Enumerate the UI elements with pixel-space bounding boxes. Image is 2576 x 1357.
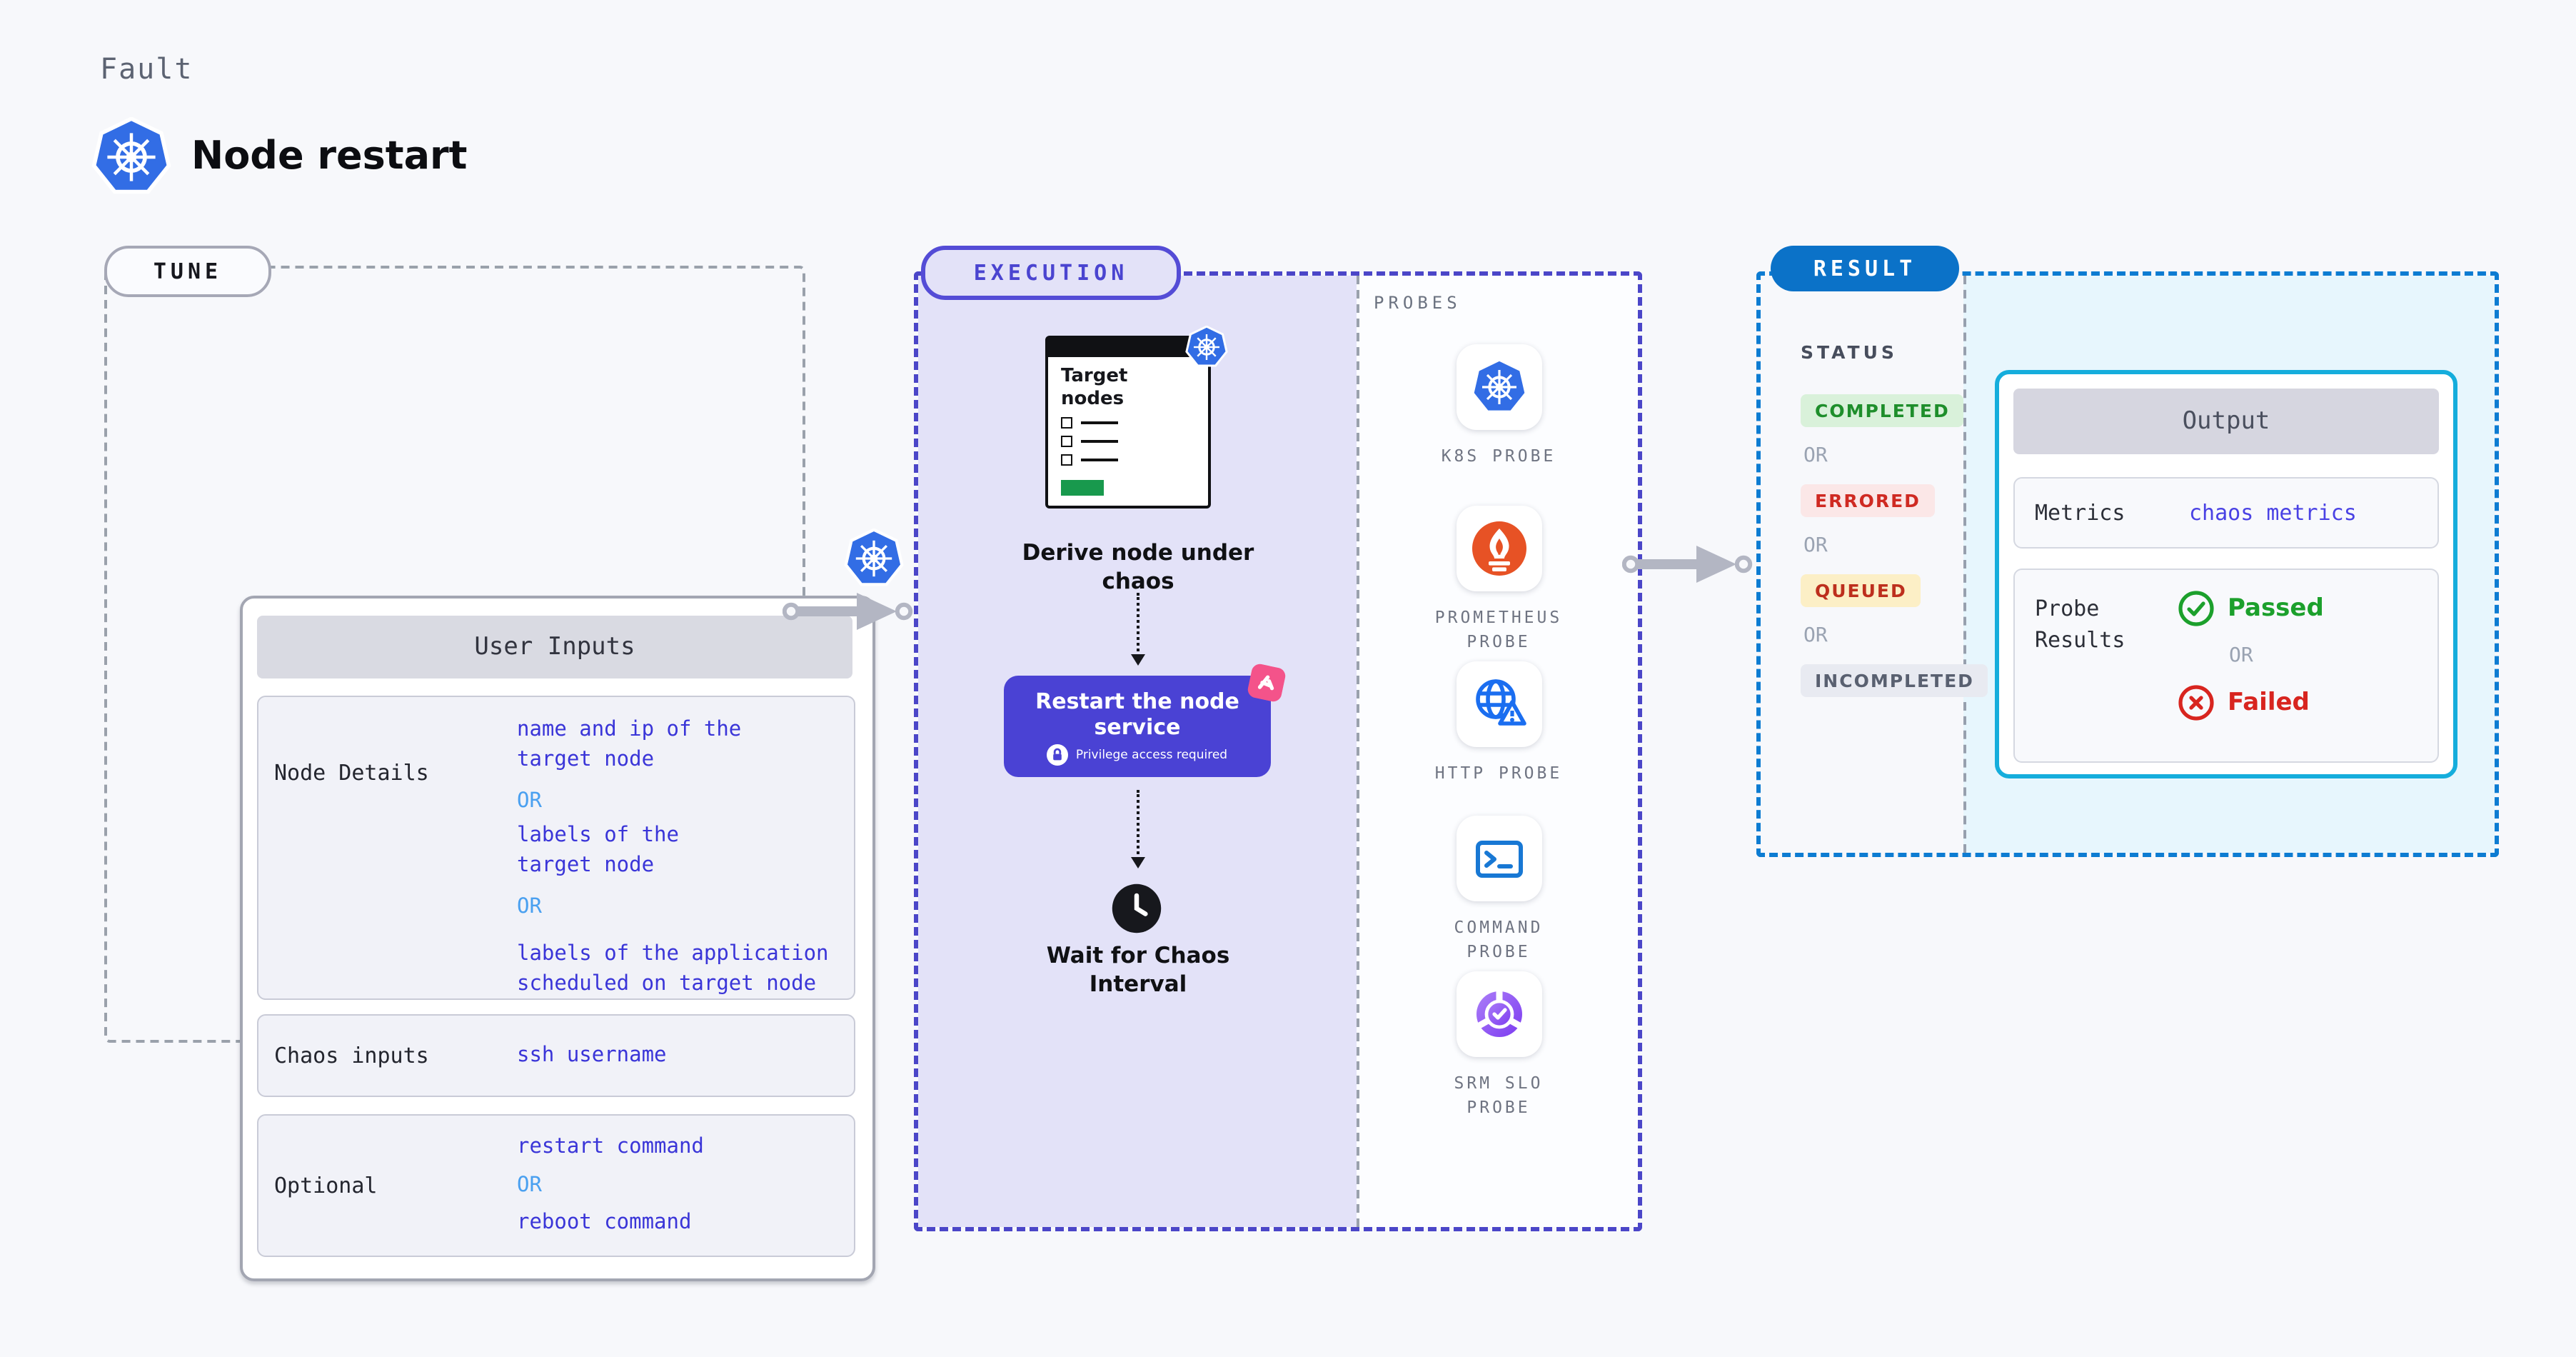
restart-node-step: Restart the node service Privilege acces… [1004,664,1286,777]
probe-card [1456,971,1541,1057]
wait-interval-step-label: Wait for Chaos Interval [1046,943,1230,997]
kubernetes-badge-icon [1185,326,1228,369]
status-column: STATUS COMPLETED OR ERRORED OR QUEUED OR… [1801,341,1988,714]
or-separator: OR [1803,624,1828,647]
line-placeholder [1081,421,1118,424]
flow-arrow-icon [1622,546,1753,583]
row-label: Node Details [274,760,429,786]
passed-label: Passed [2228,594,2324,623]
row-value: name and ip of the target node [517,718,742,771]
row-value: reboot command [517,1211,692,1234]
flow-arrow-icon [783,593,913,630]
row-value: labels of the application scheduled on t… [517,943,829,996]
user-inputs-header: User Inputs [257,616,852,678]
tune-badge: TUNE [104,246,271,297]
tune-section: User Inputs Node Details name and ip of … [104,266,805,1281]
probe-card [1456,816,1541,901]
probe-results-label: Probe Results [2035,596,2125,653]
metrics-value: chaos metrics [2189,500,2357,526]
probe-label: SRM SLO PROBE [1454,1073,1544,1117]
dotted-arrow-icon [1130,593,1145,666]
status-badge-incompleted: INCOMPLETED [1801,664,1988,697]
probe-card [1456,344,1541,430]
or-separator: OR [517,1174,542,1197]
restart-step-title: Restart the node service [1035,688,1239,740]
checkbox-icon [1061,454,1072,466]
status-badge-completed: COMPLETED [1801,394,1964,427]
kubernetes-icon [1470,359,1527,416]
chaos-litmus-icon [1247,664,1286,702]
execution-section: Target nodes Derive node under chaos Res… [914,271,1642,1231]
probe-card [1456,506,1541,591]
output-header: Output [2013,389,2439,454]
or-separator: OR [2229,644,2253,667]
http-globe-icon [1475,679,1526,726]
probe-label: HTTP PROBE [1434,763,1563,783]
terminal-icon [1475,841,1522,878]
or-separator: OR [517,790,542,813]
target-nodes-card: Target nodes [1045,336,1211,509]
slo-gauge-icon [1475,990,1522,1037]
or-separator: OR [1803,534,1828,557]
passed-state: Passed [2178,590,2324,627]
probe-label: PROMETHEUS PROBE [1434,607,1563,651]
probes-heading: PROBES [1374,293,1461,313]
row-value: restart command [517,1136,704,1158]
x-circle-icon [2178,685,2214,721]
check-circle-icon [2178,591,2214,626]
derive-node-step-label: Derive node under chaos [1022,540,1254,594]
checkbox-icon [1061,436,1072,447]
green-button-placeholder [1061,480,1104,496]
target-nodes-title: Target nodes [1061,366,1128,410]
card-titlebar [1048,339,1208,357]
status-heading: STATUS [1801,341,1898,363]
optional-row: Optional restart command OR reboot comma… [257,1114,855,1257]
checkbox-icon [1061,417,1072,429]
chaos-inputs-row: Chaos inputs ssh username [257,1014,855,1097]
result-section: STATUS COMPLETED OR ERRORED OR QUEUED OR… [1756,271,2499,857]
failed-label: Failed [2228,688,2310,717]
probe-label: COMMAND PROBE [1454,917,1544,961]
probes-panel: PROBES K8S PROBE PROMETHEUS [1357,276,1638,1227]
execution-flow-panel: Target nodes Derive node under chaos Res… [918,276,1357,1227]
kubernetes-logo-icon [91,117,171,197]
fault-eyebrow: Fault [100,51,193,86]
output-card: Output Metrics chaos metrics Probe Resul… [1995,370,2457,778]
node-details-row: Node Details name and ip of the target n… [257,696,855,1000]
probe-item: HTTP PROBE [1359,661,1638,786]
probe-card [1456,661,1541,747]
status-badge-errored: ERRORED [1801,484,1935,517]
prometheus-icon [1471,521,1526,576]
or-separator: OR [1803,444,1828,467]
line-placeholder [1081,440,1118,443]
probe-item: COMMAND PROBE [1359,816,1638,964]
execution-badge: EXECUTION [921,246,1181,300]
privilege-note: Privilege access required [1075,748,1228,762]
page-title: Node restart [191,134,468,179]
or-separator: OR [517,896,542,918]
status-badge-queued: QUEUED [1801,574,1921,607]
dotted-arrow-icon [1130,790,1145,868]
node-checklist [1061,417,1118,466]
row-label: Chaos inputs [274,1043,429,1068]
line-placeholder [1081,459,1118,461]
probe-item: K8S PROBE [1359,344,1638,469]
kubernetes-badge-icon [844,529,904,589]
row-value: labels of the target node [517,824,679,877]
clock-icon [1112,883,1162,933]
user-inputs-card: User Inputs Node Details name and ip of … [240,596,875,1281]
lock-icon [1047,744,1069,766]
probe-results-row: Probe Results Passed OR [2013,569,2439,763]
metrics-row: Metrics chaos metrics [2013,477,2439,549]
row-value: ssh username [517,1043,667,1066]
result-badge: RESULT [1771,246,1959,291]
probe-label: K8S PROBE [1441,446,1556,466]
row-label: Optional [274,1173,378,1198]
probe-item: PROMETHEUS PROBE [1359,506,1638,654]
probe-item: SRM SLO PROBE [1359,971,1638,1120]
metrics-label: Metrics [2035,500,2125,526]
failed-state: Failed [2178,684,2310,721]
